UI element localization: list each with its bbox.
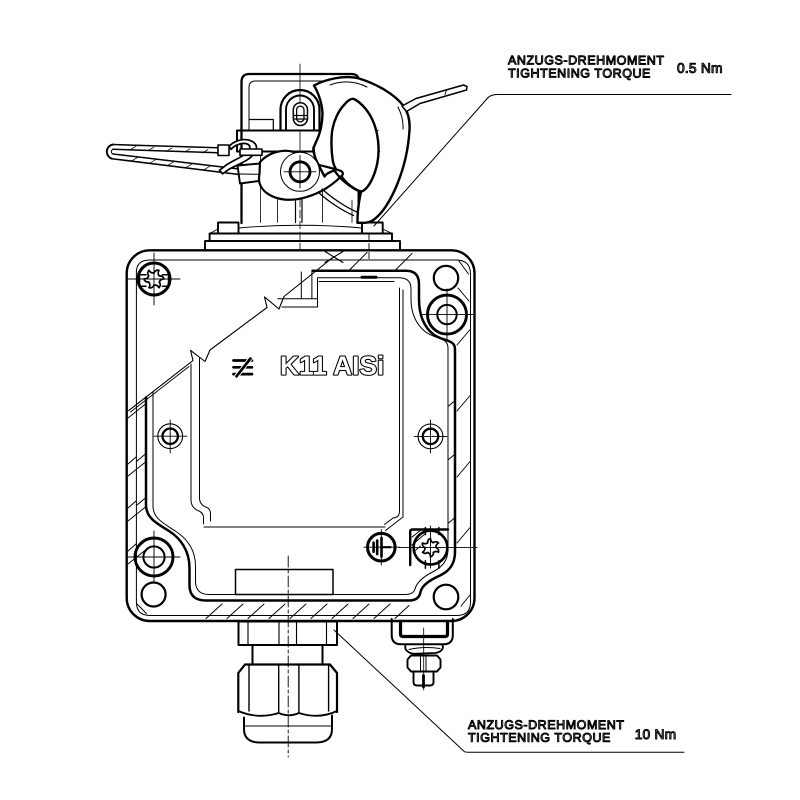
svg-text:ANZUGS-DREHMOMENT: ANZUGS-DREHMOMENT	[468, 718, 625, 732]
svg-text:TIGHTENING TORQUE: TIGHTENING TORQUE	[508, 66, 651, 80]
svg-text:0.5 Nm: 0.5 Nm	[677, 61, 723, 76]
svg-text:TIGHTENING TORQUE: TIGHTENING TORQUE	[468, 731, 611, 745]
svg-text:ANZUGS-DREHMOMENT: ANZUGS-DREHMOMENT	[508, 53, 665, 67]
svg-text:10 Nm: 10 Nm	[635, 727, 677, 742]
